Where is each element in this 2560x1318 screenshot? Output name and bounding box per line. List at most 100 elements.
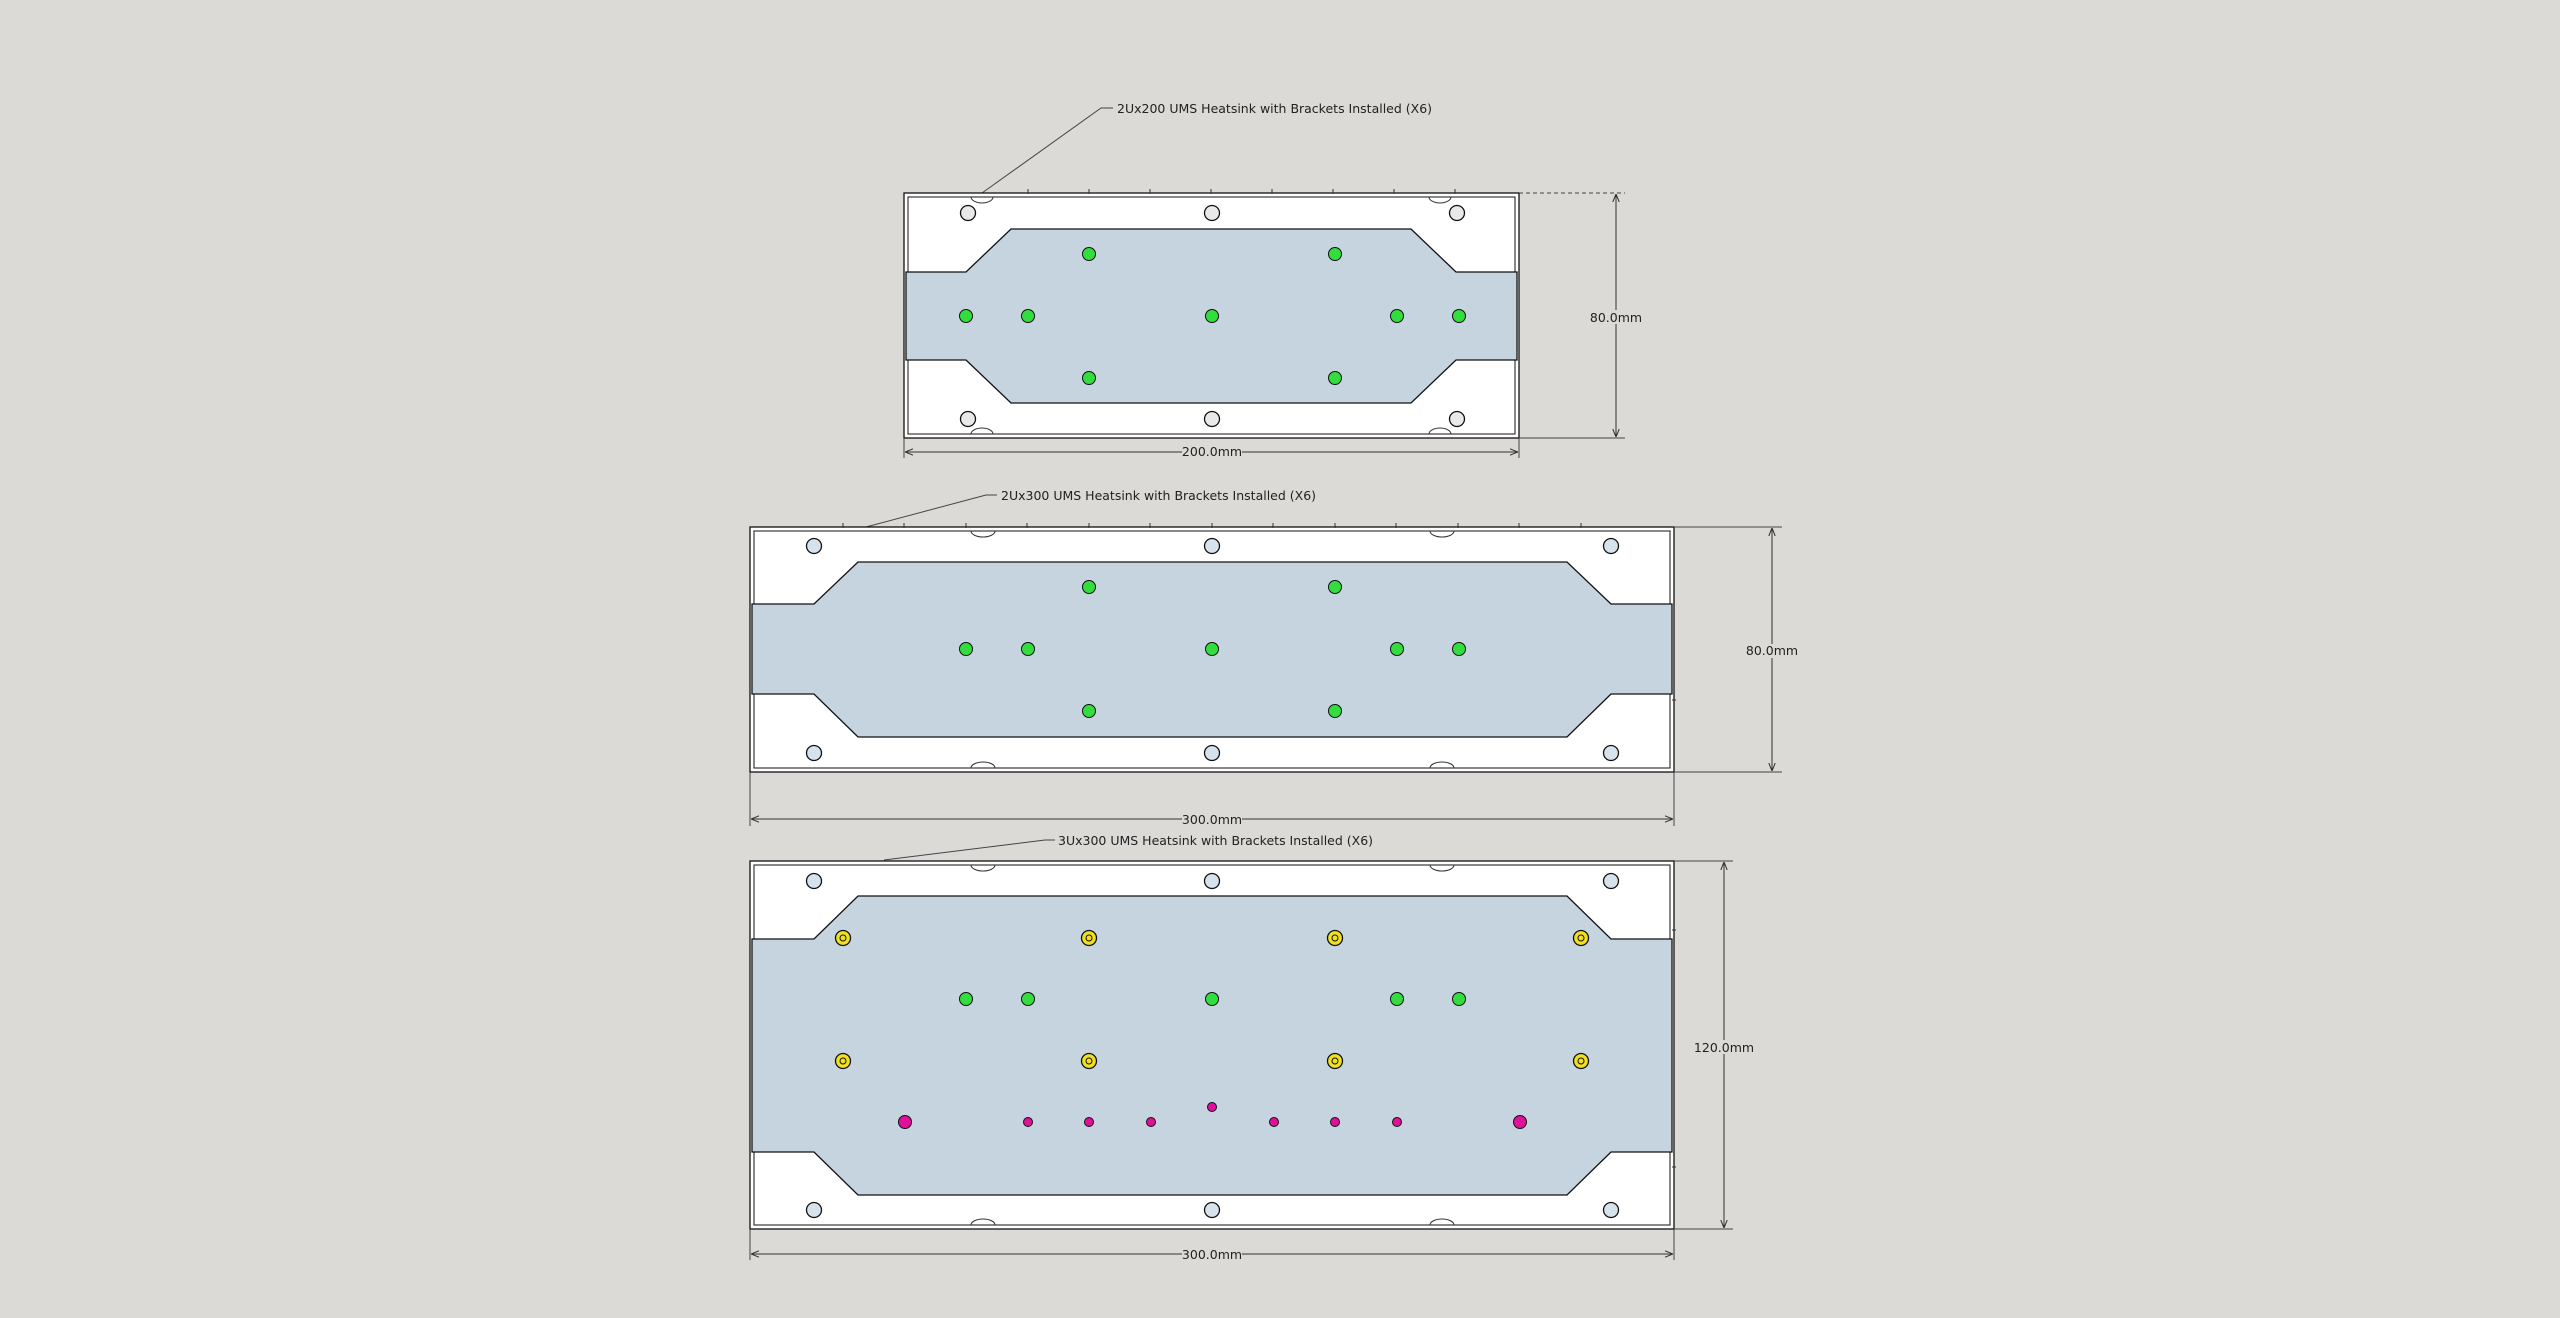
mounting-hole — [1448, 410, 1466, 428]
led-holes-green — [959, 992, 1466, 1006]
mounting-hole — [805, 872, 823, 890]
mounting-hole — [1203, 872, 1221, 890]
heatsink-2ux200-drawing: 2Ux200 UMS Heatsink with Brackets Instal… — [903, 101, 1642, 459]
callout-text: 3Ux300 UMS Heatsink with Brackets Instal… — [1058, 833, 1373, 848]
green-hole — [1328, 580, 1342, 594]
width-dimension-300: 300.0mm — [749, 1229, 1675, 1262]
top-edge-fin-ticks — [842, 523, 1582, 528]
magenta-hole — [1392, 1117, 1402, 1127]
mounting-hole — [1602, 537, 1620, 555]
green-hole — [1328, 247, 1342, 261]
height-dimension-label: 80.0mm — [1746, 643, 1798, 658]
green-hole — [1452, 992, 1466, 1006]
led-holes-green — [959, 247, 1466, 385]
mounting-hole — [1448, 204, 1466, 222]
heatsink-plate — [751, 895, 1673, 1196]
heatsink-body — [749, 523, 1676, 773]
mounting-hole — [959, 410, 977, 428]
width-dimension-300: 300.0mm — [749, 772, 1675, 827]
dimension-label-bg — [1182, 445, 1242, 459]
callout-3ux300: 3Ux300 UMS Heatsink with Brackets Instal… — [883, 833, 1373, 861]
top-edge-fin-ticks — [1027, 189, 1456, 194]
green-hole — [1452, 642, 1466, 656]
yellow-hole — [834, 1052, 852, 1070]
heatsink-body — [903, 189, 1520, 439]
callout-2ux200: 2Ux200 UMS Heatsink with Brackets Instal… — [981, 101, 1432, 194]
green-hole — [1021, 642, 1035, 656]
callout-leader-line — [865, 494, 997, 528]
yellow-hole — [1572, 929, 1590, 947]
mounting-hole — [1203, 410, 1221, 428]
yellow-hole — [1326, 1052, 1344, 1070]
callout-text: 2Ux300 UMS Heatsink with Brackets Instal… — [1001, 488, 1316, 503]
yellow-hole — [1080, 1052, 1098, 1070]
height-dimension-80: 80.0mm — [1674, 526, 1798, 773]
width-dimension-label: 300.0mm — [1182, 812, 1242, 827]
height-dimension-120: 120.0mm — [1674, 860, 1754, 1230]
bracket-notches — [970, 864, 1455, 1226]
green-hole — [1082, 580, 1096, 594]
mounting-hole — [1203, 537, 1221, 555]
green-hole — [1205, 642, 1219, 656]
callout-text: 2Ux200 UMS Heatsink with Brackets Instal… — [1117, 101, 1432, 116]
width-dimension-200: 200.0mm — [903, 438, 1520, 459]
green-hole — [1390, 992, 1404, 1006]
magenta-hole — [1146, 1117, 1156, 1127]
bracket-notches — [970, 530, 1455, 769]
green-hole — [1328, 704, 1342, 718]
led-holes-magenta — [898, 1102, 1527, 1129]
magenta-hole — [1207, 1102, 1217, 1112]
green-hole — [1082, 247, 1096, 261]
dimension-label-bg — [1696, 1040, 1754, 1054]
mounting-hole — [805, 537, 823, 555]
magenta-hole — [1084, 1117, 1094, 1127]
magenta-hole — [898, 1115, 912, 1129]
yellow-hole — [1572, 1052, 1590, 1070]
green-hole — [1205, 309, 1219, 323]
mounting-hole — [959, 204, 977, 222]
width-dimension-label: 300.0mm — [1182, 1247, 1242, 1262]
green-hole — [1082, 371, 1096, 385]
callout-2ux300: 2Ux300 UMS Heatsink with Brackets Instal… — [865, 488, 1316, 528]
green-hole — [959, 992, 973, 1006]
mounting-hole — [1203, 204, 1221, 222]
dimension-label-bg — [1746, 644, 1798, 658]
green-hole — [959, 309, 973, 323]
green-hole — [1390, 309, 1404, 323]
magenta-hole — [1513, 1115, 1527, 1129]
height-dimension-label: 120.0mm — [1694, 1040, 1754, 1055]
height-dimension-label: 80.0mm — [1590, 310, 1642, 325]
green-hole — [1390, 642, 1404, 656]
led-holes-green — [959, 580, 1466, 718]
green-hole — [1082, 704, 1096, 718]
mounting-holes — [805, 537, 1620, 762]
mounting-holes — [959, 204, 1466, 428]
led-holes-yellow — [834, 929, 1590, 1070]
heatsink-3ux300-drawing: 3Ux300 UMS Heatsink with Brackets Instal… — [749, 833, 1754, 1262]
magenta-hole — [1330, 1117, 1340, 1127]
mounting-hole — [805, 1201, 823, 1219]
width-dimension-label: 200.0mm — [1182, 444, 1242, 459]
mounting-holes — [805, 872, 1620, 1219]
green-hole — [1021, 309, 1035, 323]
dimension-label-bg — [1182, 1247, 1242, 1261]
green-hole — [1205, 992, 1219, 1006]
yellow-hole — [1326, 929, 1344, 947]
mounting-hole — [805, 744, 823, 762]
side-edge-marks — [1672, 929, 1676, 1168]
green-hole — [1021, 992, 1035, 1006]
green-hole — [1452, 309, 1466, 323]
green-hole — [959, 642, 973, 656]
green-hole — [1328, 371, 1342, 385]
yellow-hole — [834, 929, 852, 947]
callout-leader-line — [883, 839, 1055, 861]
heatsink-body — [749, 860, 1676, 1230]
magenta-hole — [1023, 1117, 1033, 1127]
bracket-notches — [970, 196, 1452, 435]
dimension-label-bg — [1590, 310, 1642, 324]
height-dimension-80: 80.0mm — [1519, 192, 1642, 439]
magenta-hole — [1269, 1117, 1279, 1127]
mounting-hole — [1602, 744, 1620, 762]
callout-leader-line — [981, 107, 1113, 194]
yellow-hole — [1080, 929, 1098, 947]
